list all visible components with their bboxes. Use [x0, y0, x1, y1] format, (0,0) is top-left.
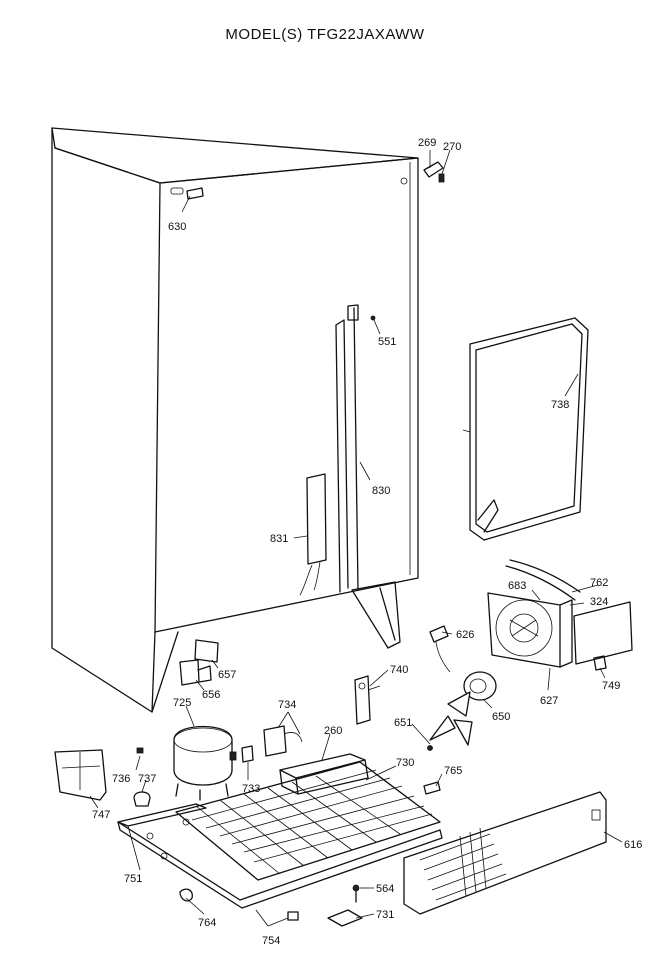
condenser-coil-730	[175, 761, 441, 881]
label-764: 764	[198, 917, 216, 929]
bracket-657	[194, 639, 219, 663]
label-730: 730	[396, 757, 414, 769]
label-725: 725	[173, 697, 191, 709]
label-740: 740	[390, 664, 408, 676]
bracket-731	[327, 909, 363, 927]
part-labels: 269 270 630 551 738 830 831 762 683 324 …	[92, 137, 642, 947]
label-736: 736	[112, 773, 130, 785]
drain-tube-762	[505, 559, 581, 601]
label-324: 324	[590, 596, 608, 608]
cover-panel-749	[573, 601, 633, 671]
label-683: 683	[508, 580, 526, 592]
hinge-pin-part	[423, 161, 445, 183]
rear-grille-616	[403, 791, 607, 915]
label-830: 830	[372, 485, 390, 497]
label-656: 656	[202, 689, 220, 701]
label-260: 260	[324, 725, 342, 737]
label-657: 657	[218, 669, 236, 681]
fan-blade-651	[427, 691, 473, 751]
clip-765	[423, 781, 441, 795]
label-551: 551	[378, 336, 396, 348]
label-754: 754	[262, 935, 280, 947]
shield-747	[54, 749, 107, 801]
label-749: 749	[602, 680, 620, 692]
door-gasket-738	[462, 317, 589, 541]
compressor-725	[173, 725, 237, 801]
label-738: 738	[551, 399, 569, 411]
capacitor-733	[241, 745, 254, 763]
channel-strip-830	[335, 304, 376, 593]
fan-motor-650	[463, 671, 497, 701]
label-630: 630	[168, 221, 186, 233]
label-626: 626	[456, 629, 474, 641]
label-616: 616	[624, 839, 642, 851]
label-627: 627	[540, 695, 558, 707]
part-736	[136, 747, 144, 754]
refrigerator-cabinet	[51, 127, 419, 713]
label-731: 731	[376, 909, 394, 921]
relay-734	[263, 725, 303, 757]
label-269: 269	[418, 137, 436, 149]
bracket-740	[354, 675, 381, 725]
grommet-737	[133, 791, 151, 807]
door-bracket	[186, 187, 204, 200]
label-765: 765	[444, 765, 462, 777]
clip-764	[179, 888, 193, 902]
bracket-656	[179, 659, 212, 686]
clip-754	[287, 911, 299, 921]
label-733: 733	[242, 783, 260, 795]
label-747: 747	[92, 809, 110, 821]
label-737: 737	[138, 773, 156, 785]
diagram-title: MODEL(S) TFG22JAXAWW	[225, 26, 425, 43]
label-651: 651	[394, 717, 412, 729]
sensor-626	[429, 625, 451, 673]
label-564: 564	[376, 883, 394, 895]
fan-shroud-627	[487, 592, 573, 668]
label-831: 831	[270, 533, 288, 545]
screw-564	[352, 884, 360, 903]
label-751: 751	[124, 873, 142, 885]
label-734: 734	[278, 699, 296, 711]
heater-strip-831	[299, 473, 327, 596]
leader-lines	[89, 149, 623, 927]
label-270: 270	[443, 141, 461, 153]
label-762: 762	[590, 577, 608, 589]
base-plate-751	[117, 803, 443, 909]
drain-pan-260	[279, 753, 369, 795]
label-650: 650	[492, 711, 510, 723]
